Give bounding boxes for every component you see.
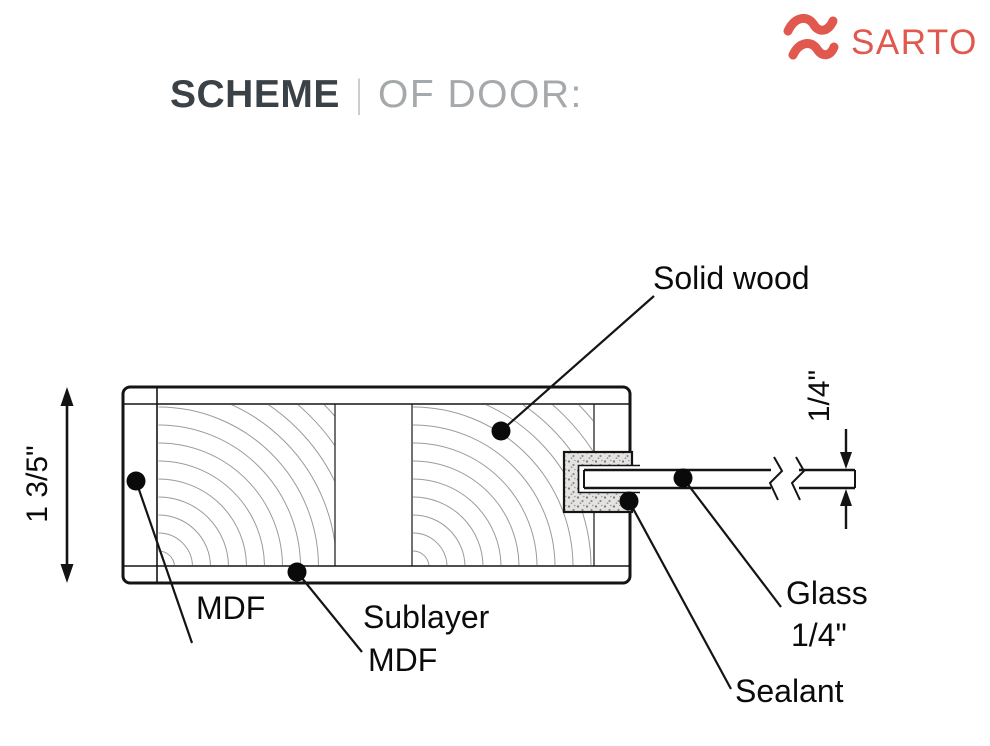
leader-dot-mdf [126, 471, 146, 491]
page-title-sub: OF DOOR: [378, 73, 583, 116]
sarto-logo-icon [783, 14, 839, 60]
glass-slot [577, 464, 640, 494]
page-title-main: SCHEME [170, 73, 340, 116]
sarto-logo: SARTO [781, 12, 978, 74]
leader-dot-glass [673, 468, 693, 488]
glass-label-line2: 1/4" [791, 617, 847, 653]
leader-dot-solid-wood [491, 421, 511, 441]
sarto-logo-text: SARTO [851, 23, 978, 62]
glass-panel [583, 468, 856, 490]
leader-line-mdf [134, 480, 194, 644]
solid-wood-label: Solid wood [653, 260, 810, 296]
door-thickness-dimension-label: 1 3/5" [21, 445, 54, 523]
leader-line-solid-wood [500, 295, 655, 432]
glass-label-line1: Glass [786, 575, 868, 611]
page-title-separator: | [355, 73, 362, 116]
leader-dot-sealant [619, 491, 639, 511]
glass-break-symbol [768, 456, 806, 501]
glass-thickness-dimension [840, 429, 852, 529]
mdf-label: MDF [196, 590, 266, 626]
leader-line-sealant [628, 500, 732, 690]
leader-dots [126, 421, 693, 582]
page-title: SCHEME | OF DOOR: [170, 72, 583, 118]
door-thickness-dimension [60, 387, 74, 583]
leader-dot-sublayer-mdf [287, 562, 307, 582]
sublayer-mdf-label-line1: Sublayer [363, 599, 490, 635]
leader-lines [134, 295, 782, 690]
sublayer-mdf-label-line2: MDF [368, 642, 438, 678]
leader-line-sublayer-mdf [296, 571, 363, 653]
leader-line-glass [682, 477, 782, 608]
sealant-label: Sealant [735, 673, 844, 709]
glass-thickness-dimension-label: 1/4" [803, 369, 836, 423]
